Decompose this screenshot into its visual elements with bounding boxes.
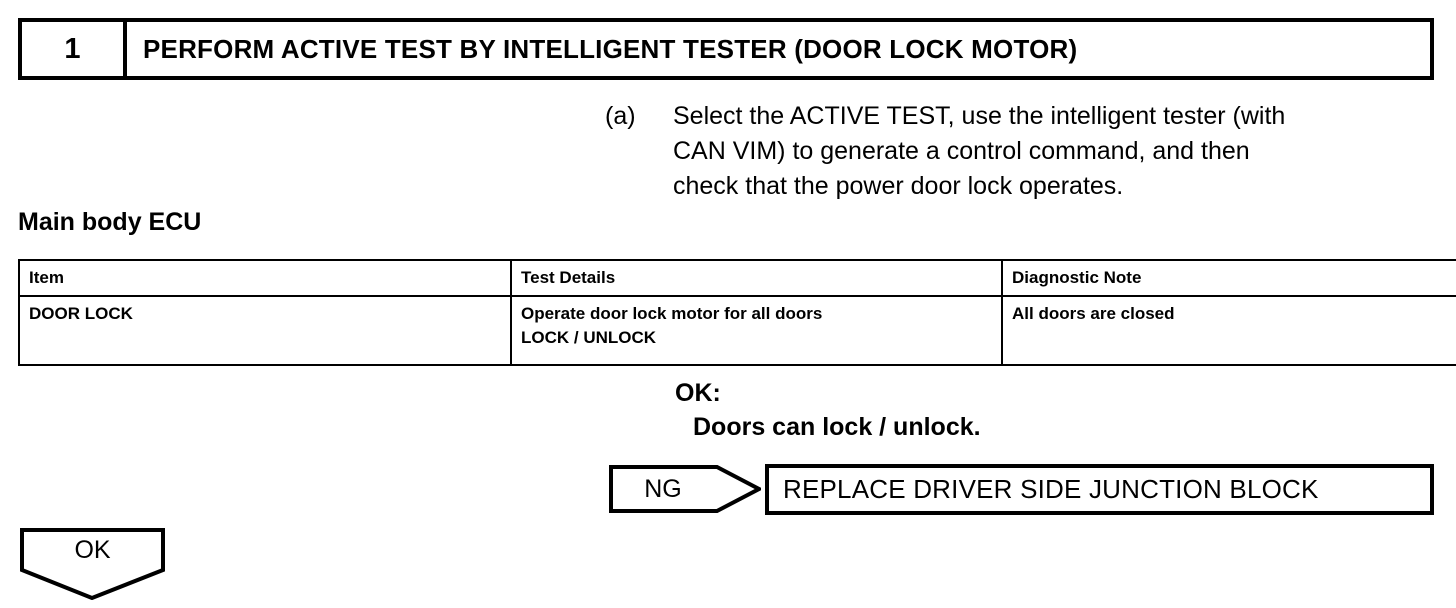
ng-pennant-shape (609, 465, 761, 513)
cell-test-details-line-1: Operate door lock motor for all doors (521, 303, 823, 323)
instruction-line-1: Select the ACTIVE TEST, use the intellig… (673, 102, 1286, 130)
column-header-test-details: Test Details (510, 259, 1003, 297)
section-heading: Main body ECU (18, 208, 202, 236)
column-header-item: Item (18, 259, 512, 297)
ok-pennant: OK (20, 528, 165, 600)
column-header-diagnostic-note: Diagnostic Note (1001, 259, 1456, 297)
cell-test-details-line-2: LOCK / UNLOCK (521, 328, 657, 348)
result-criteria: OK: Doors can lock / unlock. (675, 376, 981, 444)
instruction-line-3: check that the power door lock operates. (673, 172, 1124, 200)
step-number: 1 (64, 32, 81, 65)
step-title: PERFORM ACTIVE TEST BY INTELLIGENT TESTE… (143, 33, 1078, 64)
result-value: Doors can lock / unlock. (693, 413, 981, 441)
step-number-cell: 1 (22, 22, 127, 76)
table-row: DOOR LOCK Operate door lock motor for al… (18, 294, 1456, 366)
table-header-row: Item Test Details Diagnostic Note (18, 259, 1456, 297)
ok-pennant-shape (20, 528, 165, 600)
cell-item: DOOR LOCK (18, 294, 512, 366)
step-header: 1 PERFORM ACTIVE TEST BY INTELLIGENT TES… (18, 18, 1434, 80)
result-label: OK: (675, 379, 721, 407)
instruction-line-2: CAN VIM) to generate a control command, … (673, 137, 1250, 165)
cell-test-details: Operate door lock motor for all doors LO… (510, 294, 1003, 366)
active-test-table: Item Test Details Diagnostic Note DOOR L… (18, 259, 1456, 366)
step-title-cell: PERFORM ACTIVE TEST BY INTELLIGENT TESTE… (127, 22, 1430, 76)
instruction-body: Select the ACTIVE TEST, use the intellig… (673, 99, 1285, 204)
instruction-paragraph: (a) Select the ACTIVE TEST, use the inte… (605, 99, 1435, 204)
ng-pennant-label: NG (644, 474, 682, 503)
ng-action-box: REPLACE DRIVER SIDE JUNCTION BLOCK (765, 464, 1434, 515)
ng-action-label: REPLACE DRIVER SIDE JUNCTION BLOCK (783, 474, 1319, 504)
instruction-marker: (a) (605, 102, 636, 130)
cell-diagnostic-note: All doors are closed (1001, 294, 1456, 366)
ng-pennant: NG (609, 464, 761, 514)
ok-pennant-label: OK (74, 535, 111, 564)
